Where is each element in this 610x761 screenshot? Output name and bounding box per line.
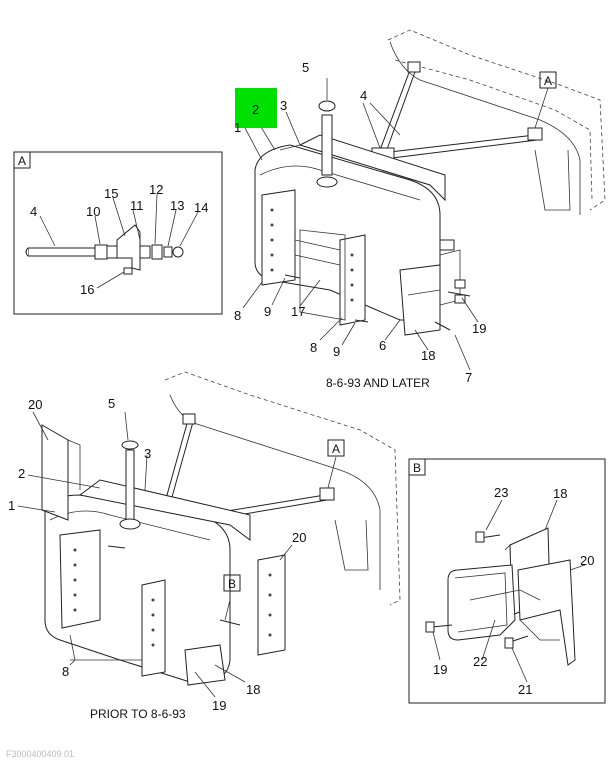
- ref-box-b-bottom: [223, 574, 241, 592]
- caption-bottom: PRIOR TO 8-6-93: [90, 707, 186, 721]
- callout-bottom-2: 2: [18, 466, 25, 481]
- callout-bottom-19: 19: [212, 698, 226, 713]
- callout-b-23: 23: [494, 485, 508, 500]
- ref-box-a-bottom: [327, 439, 345, 457]
- ref-box-a-bottom-label: A: [332, 442, 340, 456]
- callout-top-5: 5: [302, 60, 309, 75]
- footer-code: F3000400409 01: [6, 749, 74, 759]
- detail-b-panel: [408, 458, 606, 704]
- highlight-box: [235, 88, 277, 128]
- callout-bottom-3: 3: [144, 446, 151, 461]
- detail-a-title: A: [18, 154, 26, 168]
- callout-bottom-20b: 20: [292, 530, 306, 545]
- detail-a-panel: [13, 151, 223, 315]
- callout-bottom-1: 1: [8, 498, 15, 513]
- callout-top-8a: 8: [234, 308, 241, 323]
- callout-a-11: 11: [130, 198, 144, 213]
- callout-a-4: 4: [30, 204, 37, 219]
- callout-a-16: 16: [80, 282, 94, 297]
- callout-top-4: 4: [360, 88, 367, 103]
- callout-b-20: 20: [580, 553, 594, 568]
- callout-top-9b: 9: [333, 344, 340, 359]
- bottom-leaders: [17, 411, 337, 698]
- top-assembly-drawing: [254, 29, 606, 336]
- detail-b-title: B: [413, 461, 421, 475]
- callout-top-7: 7: [465, 370, 472, 385]
- callout-a-10: 10: [86, 204, 100, 219]
- callout-top-17: 17: [291, 304, 305, 319]
- caption-top: 8-6-93 AND LATER: [326, 376, 430, 390]
- callout-top-18: 18: [421, 348, 435, 363]
- ref-box-a-top: [539, 71, 557, 89]
- callout-top-3: 3: [280, 98, 287, 113]
- callout-top-8b: 8: [310, 340, 317, 355]
- callout-bottom-18: 18: [246, 682, 260, 697]
- callout-b-21: 21: [518, 682, 532, 697]
- callout-a-13: 13: [170, 198, 184, 213]
- callout-a-14: 14: [194, 200, 208, 215]
- ref-box-a-top-label: A: [544, 74, 552, 88]
- detail-b-leaders: [432, 499, 586, 683]
- callout-b-18: 18: [553, 486, 567, 501]
- bottom-assembly-drawing: [41, 371, 401, 686]
- highlight-label: 2: [252, 102, 259, 117]
- callout-bottom-8: 8: [62, 664, 69, 679]
- callout-a-12: 12: [149, 182, 163, 197]
- top-leaders: [242, 78, 549, 371]
- callout-b-19: 19: [433, 662, 447, 677]
- ref-box-b-bottom-label: B: [228, 577, 236, 591]
- callout-b-22: 22: [473, 654, 487, 669]
- callout-bottom-5: 5: [108, 396, 115, 411]
- callout-top-1: 1: [234, 120, 241, 135]
- callout-a-15: 15: [104, 186, 118, 201]
- callout-top-19: 19: [472, 321, 486, 336]
- callout-bottom-20a: 20: [28, 397, 42, 412]
- detail-a-leaders: [39, 193, 199, 289]
- callout-top-6: 6: [379, 338, 386, 353]
- callout-top-9a: 9: [264, 304, 271, 319]
